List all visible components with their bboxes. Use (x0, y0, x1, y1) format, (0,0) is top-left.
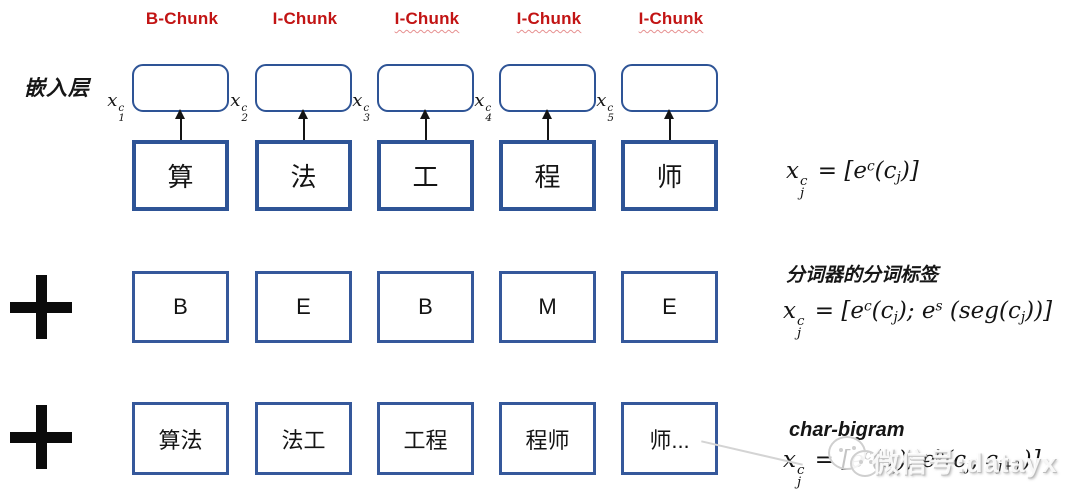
seg-label-box: B (132, 271, 229, 343)
bigram-box: 算法 (132, 402, 229, 475)
plus-icon (10, 405, 72, 469)
embedding-layer-label: 嵌入层 (24, 77, 90, 100)
bigram-box: 法工 (255, 402, 352, 475)
embedding-box (132, 64, 229, 112)
seg-annotation-title: 分词器的分词标签 (786, 265, 939, 286)
character-box: 算 (132, 140, 229, 211)
seg-label-box: B (377, 271, 474, 343)
arrow-up-icon (664, 109, 674, 140)
bigram-annotation-title: char-bigram (789, 419, 905, 441)
embedding-box (255, 64, 352, 112)
character-box: 工 (377, 140, 474, 211)
bigram-box: 工程 (377, 402, 474, 475)
embedding-box (499, 64, 596, 112)
seg-label-box: E (255, 271, 352, 343)
bigram-box: 程师 (499, 402, 596, 475)
arrow-up-icon (298, 109, 308, 140)
character-box: 法 (255, 140, 352, 211)
wechat-bubble-small (850, 450, 880, 477)
chunk-label: I-Chunk (394, 9, 460, 28)
seg-label-box: M (499, 271, 596, 343)
arrow-up-icon (420, 109, 430, 140)
character-box: 师 (621, 140, 718, 211)
character-box: 程 (499, 140, 596, 211)
embedding-box (377, 64, 474, 112)
chunk-label: I-Chunk (638, 9, 704, 28)
plus-icon (10, 275, 72, 339)
chunk-label: I-Chunk (516, 9, 582, 28)
arrow-up-icon (175, 109, 185, 140)
embedding-box (621, 64, 718, 112)
chunk-label: I-Chunk (272, 9, 338, 28)
arrow-up-icon (542, 109, 552, 140)
watermark-text: 微信号:datayx (872, 448, 1058, 478)
wechat-logo-icon (820, 436, 884, 482)
seg-label-box: E (621, 271, 718, 343)
chunk-label: B-Chunk (145, 9, 219, 28)
bigram-box: 师... (621, 402, 718, 475)
